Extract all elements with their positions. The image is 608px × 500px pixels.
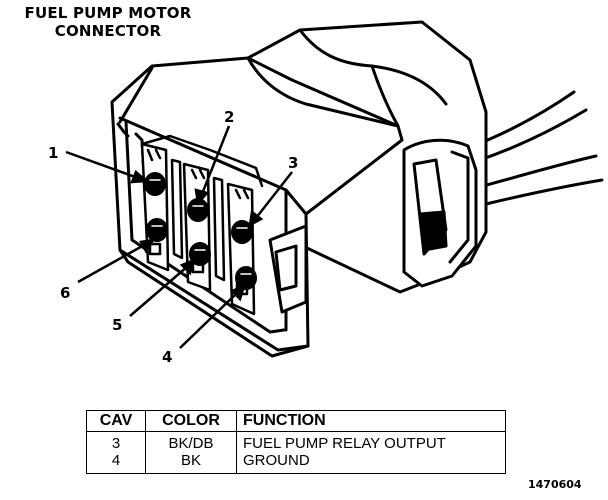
header-function: FUNCTION — [236, 410, 506, 432]
callout-3: 3 — [288, 154, 298, 172]
leader-line-4 — [179, 283, 246, 349]
wire-bundle — [466, 90, 604, 206]
terminal-cav-3 — [231, 220, 253, 244]
cell-function: FUEL PUMP RELAY OUTPUT — [236, 431, 506, 452]
callout-6: 6 — [60, 284, 70, 302]
callout-5: 5 — [112, 316, 122, 334]
table-header-row: CAV COLOR FUNCTION — [86, 410, 506, 432]
leader-line-1 — [65, 150, 150, 184]
leader-line-3 — [248, 171, 293, 228]
header-color: COLOR — [145, 410, 237, 432]
connector-illustration: 1 2 3 4 5 6 — [48, 20, 604, 366]
callout-4: 4 — [162, 348, 172, 366]
terminal-cav-1 — [144, 172, 166, 196]
figure-number: 1470604 — [528, 478, 582, 491]
cell-function: GROUND — [236, 452, 506, 474]
leader-line-6 — [77, 238, 156, 284]
terminal-cav-6 — [146, 218, 168, 242]
table-row: 4 BK GROUND — [87, 452, 506, 474]
pinout-table: CAV COLOR FUNCTION 3 BK/DB FUEL PUMP REL… — [86, 410, 506, 474]
terminals — [144, 172, 257, 290]
diagram-title: FUEL PUMP MOTOR CONNECTOR — [8, 4, 208, 40]
leader-line-2 — [194, 125, 231, 206]
title-line-1: FUEL PUMP MOTOR — [24, 4, 192, 22]
title-line-2: CONNECTOR — [54, 22, 162, 40]
header-cav: CAV — [86, 410, 146, 432]
cell-color: BK — [145, 452, 237, 474]
table-row: 3 BK/DB FUEL PUMP RELAY OUTPUT — [87, 431, 506, 452]
cell-cav: 3 — [111, 435, 121, 452]
cell-color: BK/DB — [145, 431, 237, 452]
cell-cav: 4 — [111, 452, 121, 469]
leader-line-5 — [129, 257, 196, 317]
connector-front-housing — [110, 56, 404, 352]
callout-1: 1 — [48, 144, 58, 162]
terminal-cav-4 — [235, 266, 257, 290]
callout-2: 2 — [224, 108, 234, 126]
